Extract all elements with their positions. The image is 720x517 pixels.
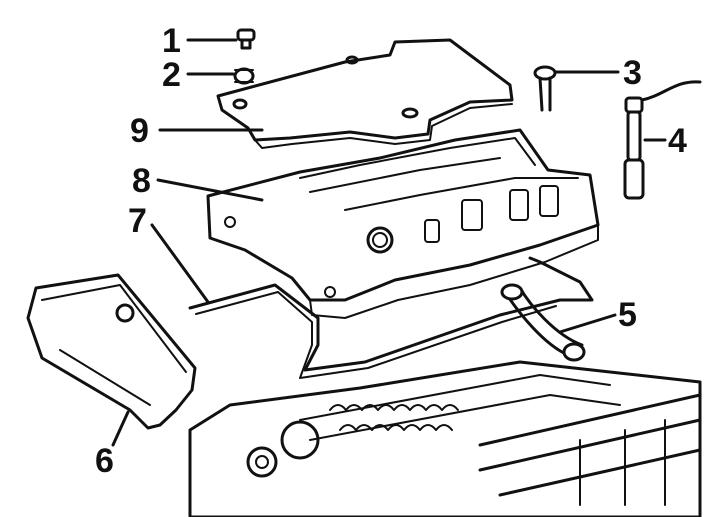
callout-4: 4 [668, 122, 687, 160]
callout-7: 7 [128, 202, 147, 240]
leader-line-8 [156, 178, 264, 202]
part-engine-trim-cover [26, 273, 197, 430]
leader-line-5 [558, 313, 617, 334]
part-upper-cover-plate [216, 38, 514, 149]
leader-line-6 [111, 410, 130, 447]
part-breather-hose [500, 283, 586, 362]
callout-1: 1 [162, 22, 181, 60]
callout-6: 6 [95, 442, 114, 480]
callout-2: 2 [162, 56, 181, 94]
callout-9: 9 [130, 112, 149, 150]
callout-3: 3 [623, 54, 642, 92]
callout-5: 5 [618, 296, 637, 334]
part-ignition-coil [623, 80, 702, 200]
callout-8: 8 [132, 162, 151, 200]
engine-block-cylinder-head [188, 360, 702, 517]
part-bolt [236, 28, 256, 50]
part-gasket [188, 256, 594, 379]
part-grommet [233, 67, 255, 85]
part-oil-filler-cap [533, 65, 557, 112]
leader-line-7 [150, 223, 210, 304]
part-valve-cover [206, 128, 600, 319]
